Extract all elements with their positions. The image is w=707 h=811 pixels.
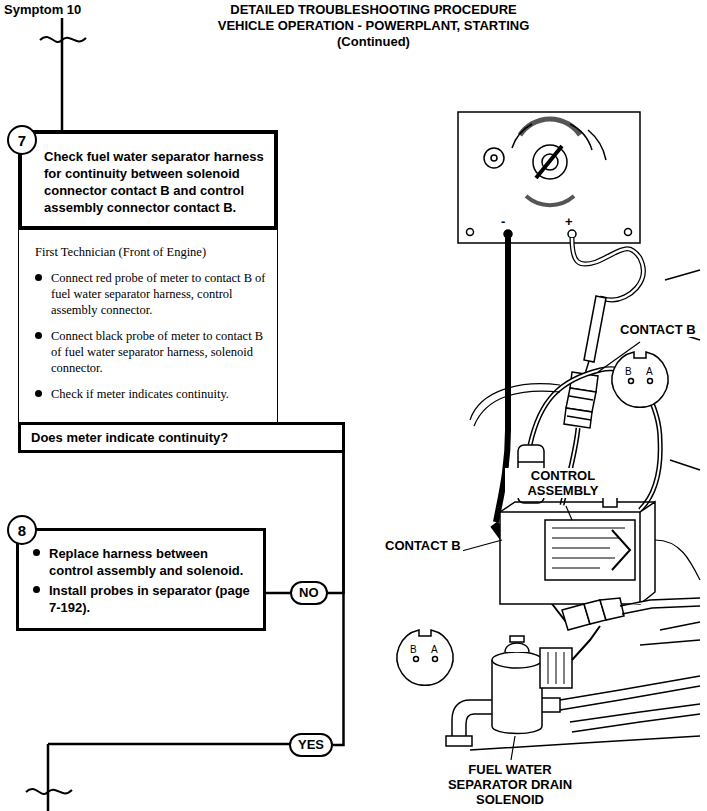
instruction-text: Check if meter indicates continuity. <box>51 386 229 402</box>
red-probe <box>584 296 606 374</box>
action-text: Replace harness between control assembly… <box>49 545 253 579</box>
step-number-text: 8 <box>18 522 26 539</box>
step-number: 7 <box>7 125 37 155</box>
part-label: FUEL WATER SEPARATOR DRAIN SOLENOID <box>440 762 580 807</box>
step-heading: Check fuel water separator harness for c… <box>18 130 278 230</box>
connector <box>562 598 700 630</box>
action-text: Install probes in separator (page 7-192)… <box>49 582 253 616</box>
bullet-dot <box>33 586 40 593</box>
decision-answer: YES <box>289 733 333 757</box>
question-text: Does meter indicate continuity? <box>31 430 228 445</box>
leader-line <box>458 342 640 760</box>
page-subtitle: VEHICLE OPERATION - POWERPLANT, STARTING <box>0 18 707 33</box>
red-lead <box>572 238 643 300</box>
multimeter <box>458 112 640 243</box>
pin-name: A <box>431 642 438 657</box>
bullet-item: Replace harness between control assembly… <box>33 545 253 579</box>
bullet-dot <box>35 274 42 281</box>
fuel-lines <box>446 270 700 750</box>
step-number-text: 7 <box>18 132 26 149</box>
terminal-sign: + <box>565 214 573 229</box>
drain-solenoid <box>492 626 600 734</box>
bullet-item: Connect black probe of meter to contact … <box>35 328 267 376</box>
instruction-text: Connect red probe of meter to contact B … <box>51 270 267 318</box>
process-box: Check fuel water separator harness for c… <box>18 130 345 453</box>
connector-face <box>397 352 668 685</box>
technician-note: First Technician (Front of Engine) <box>35 244 267 260</box>
part-label: CONTACT B <box>618 322 698 337</box>
flow-line <box>47 744 50 811</box>
answer-text: NO <box>299 585 319 600</box>
break-symbol <box>26 789 72 794</box>
decision-answer: NO <box>290 581 328 605</box>
answer-text: YES <box>298 737 324 752</box>
flow-connector <box>333 453 343 745</box>
flow-connector <box>266 593 290 594</box>
terminal-sign: - <box>501 214 505 229</box>
bullet-item: Install probes in separator (page 7-192)… <box>33 582 253 616</box>
bullet-item: Check if meter indicates continuity. <box>35 386 267 402</box>
bullet-dot <box>35 390 42 397</box>
heading-text: Check fuel water separator harness for c… <box>44 149 264 215</box>
bullet-dot <box>33 549 40 556</box>
flow-line <box>48 743 290 746</box>
step-body: First Technician (Front of Engine) Connec… <box>18 230 278 422</box>
part-label: CONTROL ASSEMBLY <box>505 468 621 498</box>
control-assembly <box>500 445 655 604</box>
pin-name: A <box>646 364 653 379</box>
symptom-number: Symptom 10 <box>4 2 81 17</box>
page-title: DETAILED TROUBLESHOOTING PROCEDURE <box>0 2 707 17</box>
bullet-item: Connect red probe of meter to contact B … <box>35 270 267 318</box>
part-label: CONTACT B <box>383 538 463 553</box>
flow-line <box>61 18 64 130</box>
step-number: 8 <box>7 515 37 545</box>
pin-name: B <box>625 364 632 379</box>
continued-note: (Continued) <box>0 34 707 49</box>
bullet-dot <box>35 332 42 339</box>
action-box: Replace harness between control assembly… <box>16 528 266 631</box>
instruction-text: Connect black probe of meter to contact … <box>51 328 267 376</box>
decision-question: Does meter indicate continuity? <box>18 422 345 453</box>
pin-name: B <box>410 642 417 657</box>
flow-connector <box>328 453 344 593</box>
